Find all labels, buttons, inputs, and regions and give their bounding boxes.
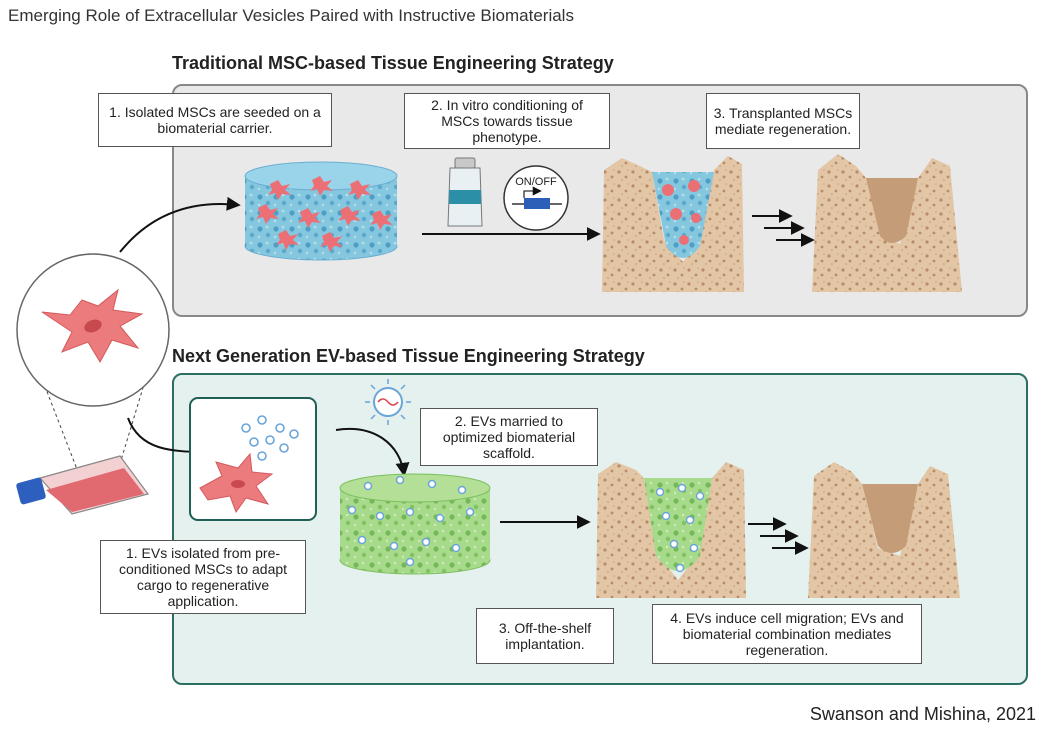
traditional-step-2-callout: 2. In vitro conditioning of MSCs towards…	[404, 93, 610, 149]
ev-isolation-box	[189, 397, 317, 521]
regeneration-arrows-traditional	[752, 209, 815, 247]
ev-vesicle-icon	[365, 379, 411, 425]
gene-switch-label: ON/OFF	[515, 176, 557, 188]
ev-step-3-callout: 3. Off-the-shelf implantation.	[476, 608, 614, 664]
regenerated-bone-ev	[808, 462, 960, 598]
arrow-to-traditional	[119, 196, 241, 253]
bone-defect-with-ev-scaffold	[596, 462, 746, 598]
ev-strategy-heading: Next Generation EV-based Tissue Engineer…	[172, 346, 645, 366]
ev-step-2-callout: 2. EVs married to optimized biomaterial …	[420, 408, 598, 466]
traditional-step-1-callout: 1. Isolated MSCs are seeded on a biomate…	[98, 93, 332, 147]
ev-step-4-callout: 4. EVs induce cell migration; EVs and bi…	[652, 604, 922, 664]
gene-switch-icon: ON/OFF	[503, 165, 569, 231]
media-vial-icon	[447, 157, 483, 227]
msc-magnified-view	[16, 253, 170, 491]
citation-credit: Swanson and Mishina, 2021	[809, 704, 1036, 724]
cell-culture-flask-icon	[16, 455, 150, 515]
figure-title: Emerging Role of Extracellular Vesicles …	[8, 6, 574, 25]
regeneration-arrows-ev	[748, 517, 809, 555]
msc-seeded-scaffold	[244, 161, 398, 261]
traditional-step-3-callout: 3. Transplanted MSCs mediate regeneratio…	[706, 93, 860, 149]
ev-step-1-callout: 1. EVs isolated from pre-conditioned MSC…	[100, 540, 306, 614]
traditional-strategy-heading: Traditional MSC-based Tissue Engineering…	[172, 53, 614, 73]
ev-loaded-scaffold	[339, 473, 491, 575]
regenerated-bone-traditional	[812, 154, 962, 292]
bone-defect-with-msc-scaffold	[602, 156, 744, 292]
arrow-ev-to-scaffold	[335, 427, 410, 477]
